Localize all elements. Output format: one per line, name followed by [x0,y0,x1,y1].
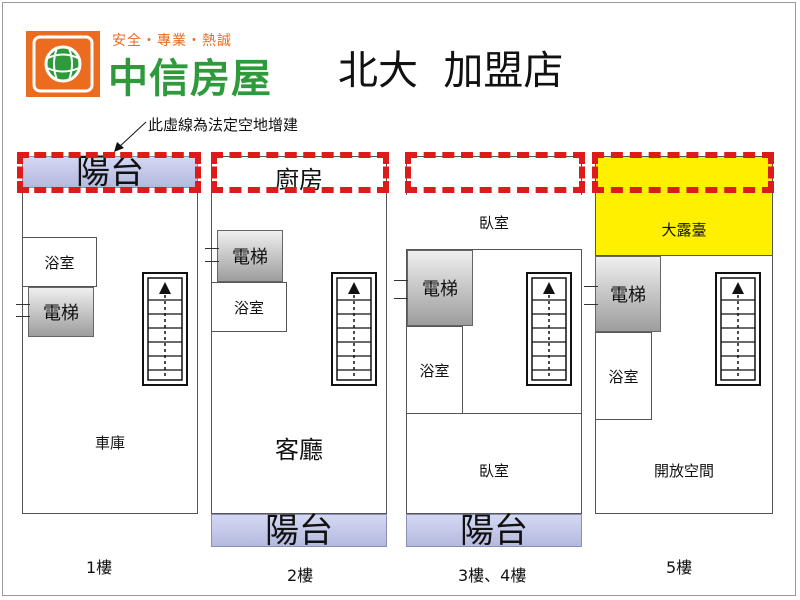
floor-5-dashed-extension [592,152,774,193]
floor-3-4-bedroom-top: 臥室 [406,195,582,250]
arrow-up-icon [732,282,744,294]
brand-name: 中信房屋 [108,56,272,102]
floor-3-4-staircase-icon [526,272,572,386]
floor-5-staircase-icon [715,272,761,386]
brand-logo [26,31,100,97]
floor-2-balcony: 陽台 [211,514,387,548]
floor-1-label: 1樓 [86,558,113,577]
arrow-up-icon [543,282,555,294]
floor-1-bathroom: 浴室 [22,237,97,287]
floor-5-elevator: 電梯 [595,256,661,332]
floor-2-staircase-icon [331,272,377,386]
floor-3-4-balcony: 陽台 [406,514,582,548]
floor-3-4-label: 3樓、4樓 [458,566,527,585]
floor-2-living-room: 客廳 [275,436,323,464]
dashed-line-note: 此虛線為法定空地增建 [148,116,299,134]
floor-5-terrace-label: 大露臺 [661,221,707,239]
elevator-door-mark [205,261,219,262]
arrow-up-icon [348,282,360,294]
elevator-door-mark [394,280,408,281]
floor-3-4-bedroom-bottom: 臥室 [478,462,509,480]
floor-3-4-divider [406,413,582,414]
elevator-door-mark [205,248,219,249]
floor-5-open-space: 開放空間 [653,462,714,480]
floor-1-staircase-icon [142,272,188,386]
elevator-door-mark [584,286,598,287]
brand-slogan: 安全・專業・熱誠 [112,33,232,49]
elevator-door-mark [16,304,30,305]
elevator-door-mark [16,316,30,317]
floor-1-dashed-extension [17,152,201,193]
floor-2-label: 2樓 [287,566,314,585]
floor-5-terrace-area [595,156,773,256]
floor-2-dashed-extension [211,152,389,193]
globe-logo-icon [32,35,94,93]
floor-5-bathroom: 浴室 [595,332,652,420]
floor-3-4-elevator: 電梯 [407,250,473,326]
elevator-door-mark [394,298,408,299]
floor-3-4-bathroom: 浴室 [406,326,463,414]
floor-1-elevator: 電梯 [28,287,94,337]
floor-3-4-dashed-extension [405,152,585,193]
arrow-up-icon [159,282,171,294]
floor-2-bathroom: 浴室 [211,282,287,332]
floor-5-label: 5樓 [666,558,693,577]
floor-1-garage: 車庫 [94,434,125,452]
leader-arrow-icon [114,121,147,152]
floor-2-elevator: 電梯 [217,230,283,282]
store-title: 北大 加盟店 [338,48,564,94]
elevator-door-mark [584,304,598,305]
